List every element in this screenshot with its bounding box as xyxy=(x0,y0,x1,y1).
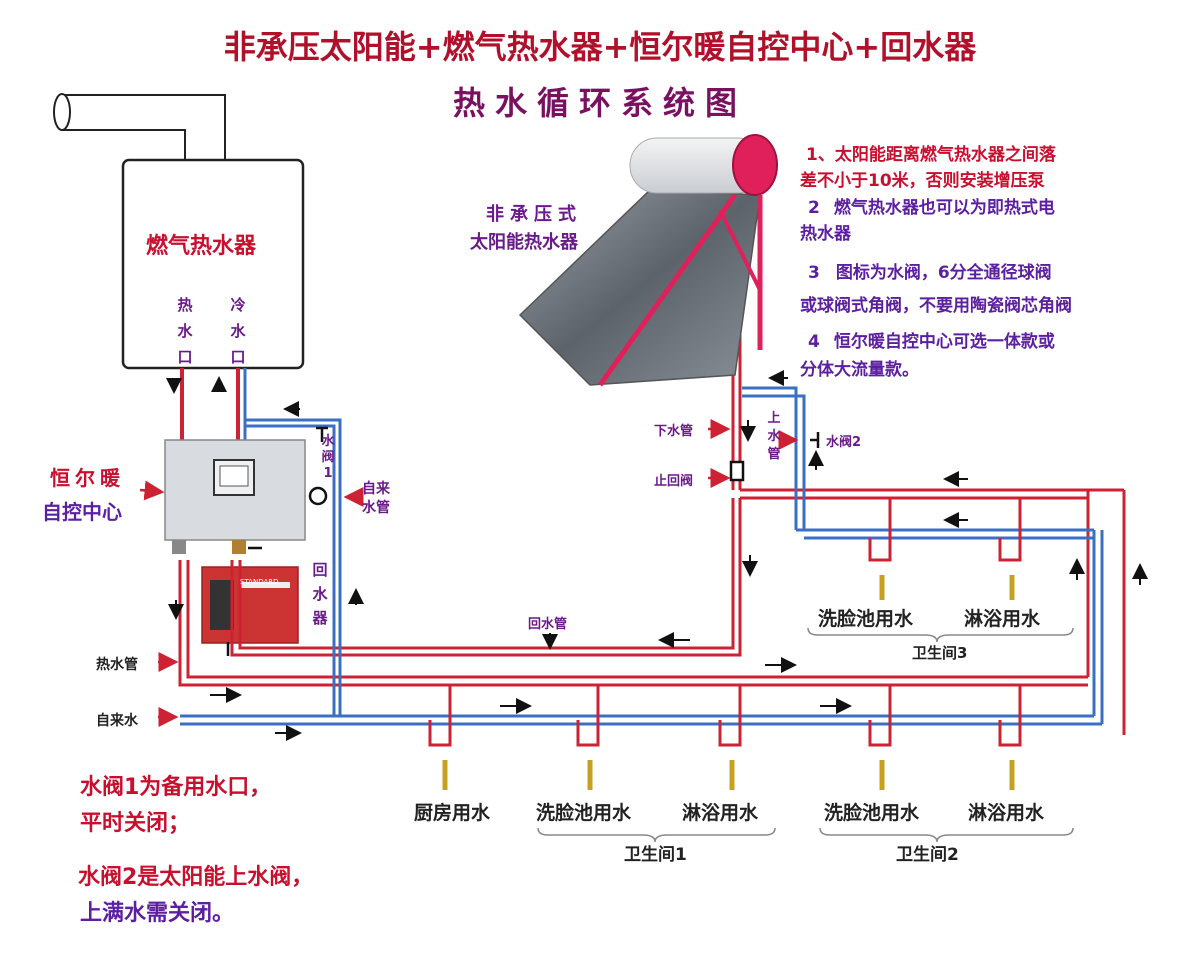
gas-heater-label: 燃气热水器 xyxy=(146,234,257,259)
note-3b: 或球阀式角阀，不要用陶瓷阀芯角阀 xyxy=(800,296,1072,316)
note-2a: 2 燃气热水器也可以为即热式电 xyxy=(808,193,1055,218)
bath3-label: 卫生间3 xyxy=(912,644,968,662)
tap-water-pipe-label: 自来水管 xyxy=(362,481,390,516)
control-center-box xyxy=(164,439,306,554)
valve2-label: 水阀2 xyxy=(826,435,862,450)
bottom-note-4: 上满水需关闭。 xyxy=(80,901,235,926)
bottom-note-2: 平时关闭； xyxy=(80,811,191,836)
basin-label-bath2: 洗脸池用水 xyxy=(824,802,920,824)
down-pipe-label: 下水管 xyxy=(654,424,694,439)
up-pipe-text: 上水管 xyxy=(767,411,781,462)
main-title: 非承压太阳能+燃气热水器+恒尔暖自控中心+回水器 xyxy=(223,28,977,66)
bottom-note-3: 水阀2是太阳能上水阀， xyxy=(78,865,314,890)
return-device-box xyxy=(201,566,299,644)
note-4a: 4 恒尔暖自控中心可选一体款或 xyxy=(808,327,1055,352)
flow-arrows xyxy=(166,370,1148,741)
bath1-label: 卫生间1 xyxy=(624,845,687,865)
basin-label-bath3: 洗脸池用水 xyxy=(818,608,914,630)
fixture-brackets xyxy=(537,627,1074,843)
label-arrows xyxy=(139,419,799,727)
kitchen-label: 厨房用水 xyxy=(414,802,491,824)
solar-label-1: 非承压式 xyxy=(486,204,582,225)
note-4-num: 4 xyxy=(808,332,820,352)
shower-label-bath3: 淋浴用水 xyxy=(964,608,1041,630)
shower-label-bath2: 淋浴用水 xyxy=(968,802,1045,824)
bath2-label: 卫生间2 xyxy=(896,845,959,865)
tap-water-label: 自来水 xyxy=(96,713,138,729)
valve-icons xyxy=(226,426,820,656)
return-pipe-label: 回水管 xyxy=(528,617,568,632)
note-2-num: 2 xyxy=(808,198,820,218)
note-4-text: 恒尔暖自控中心可选一体款或 xyxy=(833,332,1055,352)
note-3-text: 图标为水阀，6分全通径球阀 xyxy=(835,263,1052,283)
device-brand-label: STANDARD xyxy=(240,578,279,586)
cold-outlet-label: 冷水口 xyxy=(228,292,248,370)
control-center-label-2: 自控中心 xyxy=(42,500,122,524)
valve1-text: 水阀1 xyxy=(321,434,335,481)
fixture-branches xyxy=(428,498,1022,790)
note-4b: 分体大流量款。 xyxy=(800,360,919,380)
valve1-label: 水阀1 xyxy=(320,434,336,482)
up-pipe-label: 上水管 xyxy=(766,410,782,464)
note-3-num: 3 xyxy=(808,263,820,283)
control-center-label-1: 恒尔暖 xyxy=(50,466,125,490)
note-1-text: 太阳能距离燃气热水器之间落 xyxy=(834,145,1056,165)
check-valve-label: 止回阀 xyxy=(654,474,694,489)
bottom-note-1: 水阀1为备用水口， xyxy=(80,775,272,800)
solar-label-2: 太阳能热水器 xyxy=(470,232,578,253)
hot-water-pipe-label: 热水管 xyxy=(96,657,138,673)
note-1b: 差不小于10米，否则安装增压泵 xyxy=(800,171,1045,191)
tap-water-main xyxy=(180,386,1104,726)
note-1a: 1、太阳能距离燃气热水器之间落 xyxy=(806,140,1056,165)
note-3a: 3 图标为水阀，6分全通径球阀 xyxy=(808,258,1052,283)
solar-heater xyxy=(518,134,778,387)
basin-label-bath1: 洗脸池用水 xyxy=(536,802,632,824)
flue-pipe xyxy=(53,93,226,166)
gas-heater xyxy=(121,158,305,370)
hot-outlet-label: 热水口 xyxy=(175,292,195,370)
return-device-label: 回水器 xyxy=(310,558,330,630)
subtitle: 热水循环系统图 xyxy=(452,84,747,122)
note-2-text: 燃气热水器也可以为即热式电 xyxy=(833,198,1055,218)
note-2b: 热水器 xyxy=(800,224,851,244)
hot-outlet-text: 热水口 xyxy=(177,296,193,366)
shower-label-bath1: 淋浴用水 xyxy=(682,802,759,824)
note-1-num: 1、 xyxy=(806,145,835,165)
cold-inlet-text: 冷水口 xyxy=(230,296,246,366)
return-device-text: 回水器 xyxy=(312,561,328,627)
